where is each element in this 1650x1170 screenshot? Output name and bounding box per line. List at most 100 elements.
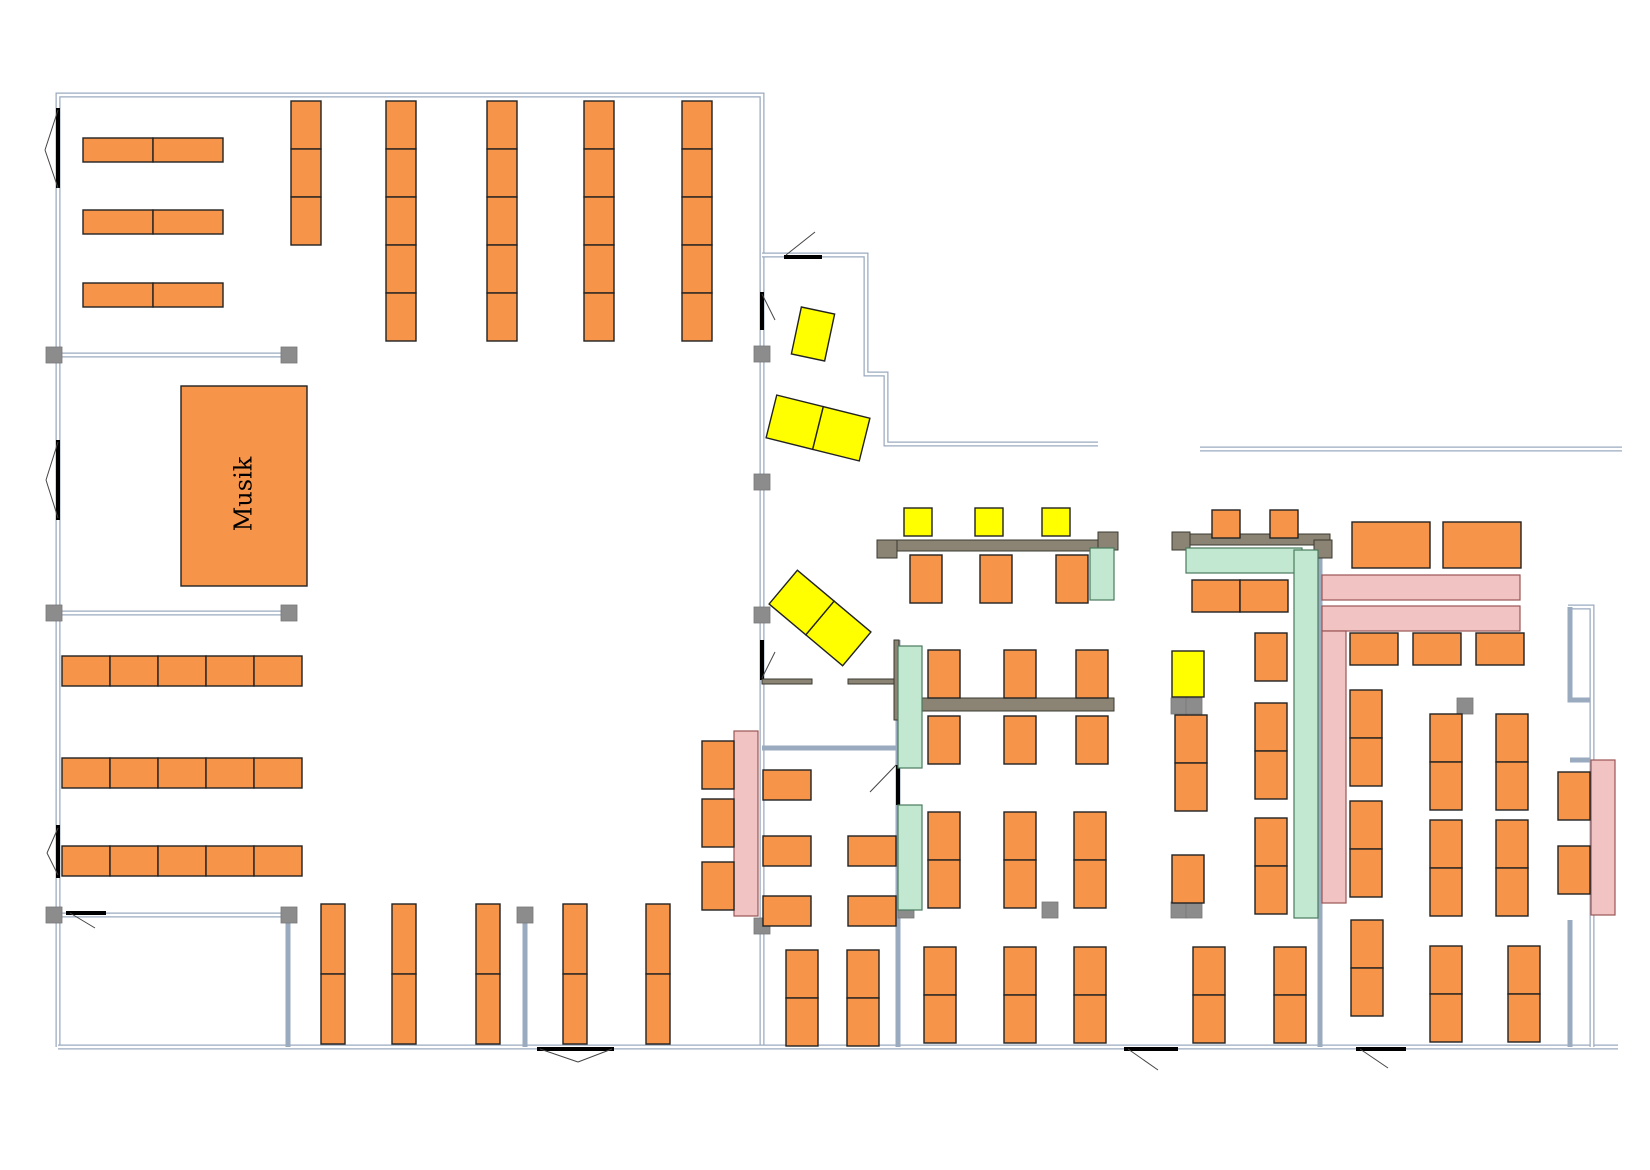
table [562, 973, 588, 1045]
table [1557, 845, 1591, 895]
table [927, 811, 961, 861]
table [645, 903, 671, 975]
green-counter [1089, 547, 1115, 601]
table [486, 244, 518, 294]
table [583, 244, 615, 294]
pillar [45, 604, 63, 622]
table [61, 757, 111, 789]
table [486, 148, 518, 198]
table [475, 903, 501, 975]
table [1073, 946, 1107, 996]
table [157, 655, 207, 687]
walls [55, 92, 1622, 1050]
table [1003, 859, 1037, 909]
table [152, 282, 224, 308]
pink-counter [1590, 759, 1616, 916]
table [1429, 761, 1463, 811]
table [385, 292, 417, 342]
table [1349, 800, 1383, 850]
pillar [1041, 901, 1059, 919]
table [152, 137, 224, 163]
orange-tables [61, 100, 1591, 1047]
table [61, 655, 111, 687]
table [82, 137, 154, 163]
yellow-table [811, 405, 871, 462]
table [1495, 761, 1529, 811]
table [1192, 994, 1226, 1044]
table [979, 554, 1013, 604]
pillar [753, 473, 771, 491]
stage-label: Musik [230, 456, 258, 531]
table [1429, 713, 1463, 763]
table [1269, 509, 1299, 539]
table [157, 757, 207, 789]
yellow-table [1041, 507, 1071, 537]
table [701, 740, 735, 790]
table [61, 845, 111, 877]
beam [847, 678, 897, 685]
table [583, 292, 615, 342]
table [785, 949, 819, 999]
table [1075, 649, 1109, 699]
beam [899, 697, 1115, 712]
table [253, 757, 303, 789]
table [762, 895, 812, 927]
pink-counter [1321, 574, 1521, 601]
beam [1171, 533, 1331, 546]
table [847, 895, 897, 927]
table [1003, 994, 1037, 1044]
table [391, 903, 417, 975]
table [583, 196, 615, 246]
table [1075, 715, 1109, 765]
table [1254, 865, 1288, 915]
table [785, 997, 819, 1047]
green-counter [897, 804, 923, 911]
table [82, 282, 154, 308]
pillar [1185, 697, 1203, 715]
table [1254, 817, 1288, 867]
table [385, 244, 417, 294]
table [320, 973, 346, 1045]
green-counter [1185, 547, 1303, 574]
pillar [753, 606, 771, 624]
table [1254, 702, 1288, 752]
yellow-table [804, 600, 872, 667]
table [205, 845, 255, 877]
table [1254, 750, 1288, 800]
pillar [1185, 901, 1203, 919]
beam [761, 678, 813, 685]
table [1349, 689, 1383, 739]
table [486, 292, 518, 342]
table [152, 209, 224, 235]
table [1429, 819, 1463, 869]
beam [876, 539, 1103, 552]
pillar [753, 345, 771, 363]
stage [180, 385, 308, 587]
table [1412, 632, 1462, 666]
table [1442, 521, 1522, 569]
table [391, 973, 417, 1045]
table [681, 196, 713, 246]
pillar [45, 346, 63, 364]
zones [733, 547, 1616, 919]
table [253, 655, 303, 687]
table [1349, 737, 1383, 787]
table [927, 649, 961, 699]
table [1211, 509, 1241, 539]
table [1557, 771, 1591, 821]
table [927, 715, 961, 765]
table [846, 949, 880, 999]
table [923, 946, 957, 996]
table [320, 903, 346, 975]
table [1349, 848, 1383, 898]
table [681, 244, 713, 294]
table [1073, 811, 1107, 861]
pillar [1170, 901, 1188, 919]
table [205, 655, 255, 687]
table [583, 148, 615, 198]
table [1003, 715, 1037, 765]
table [701, 798, 735, 848]
table [1239, 579, 1289, 613]
table [385, 148, 417, 198]
table [1350, 967, 1384, 1017]
